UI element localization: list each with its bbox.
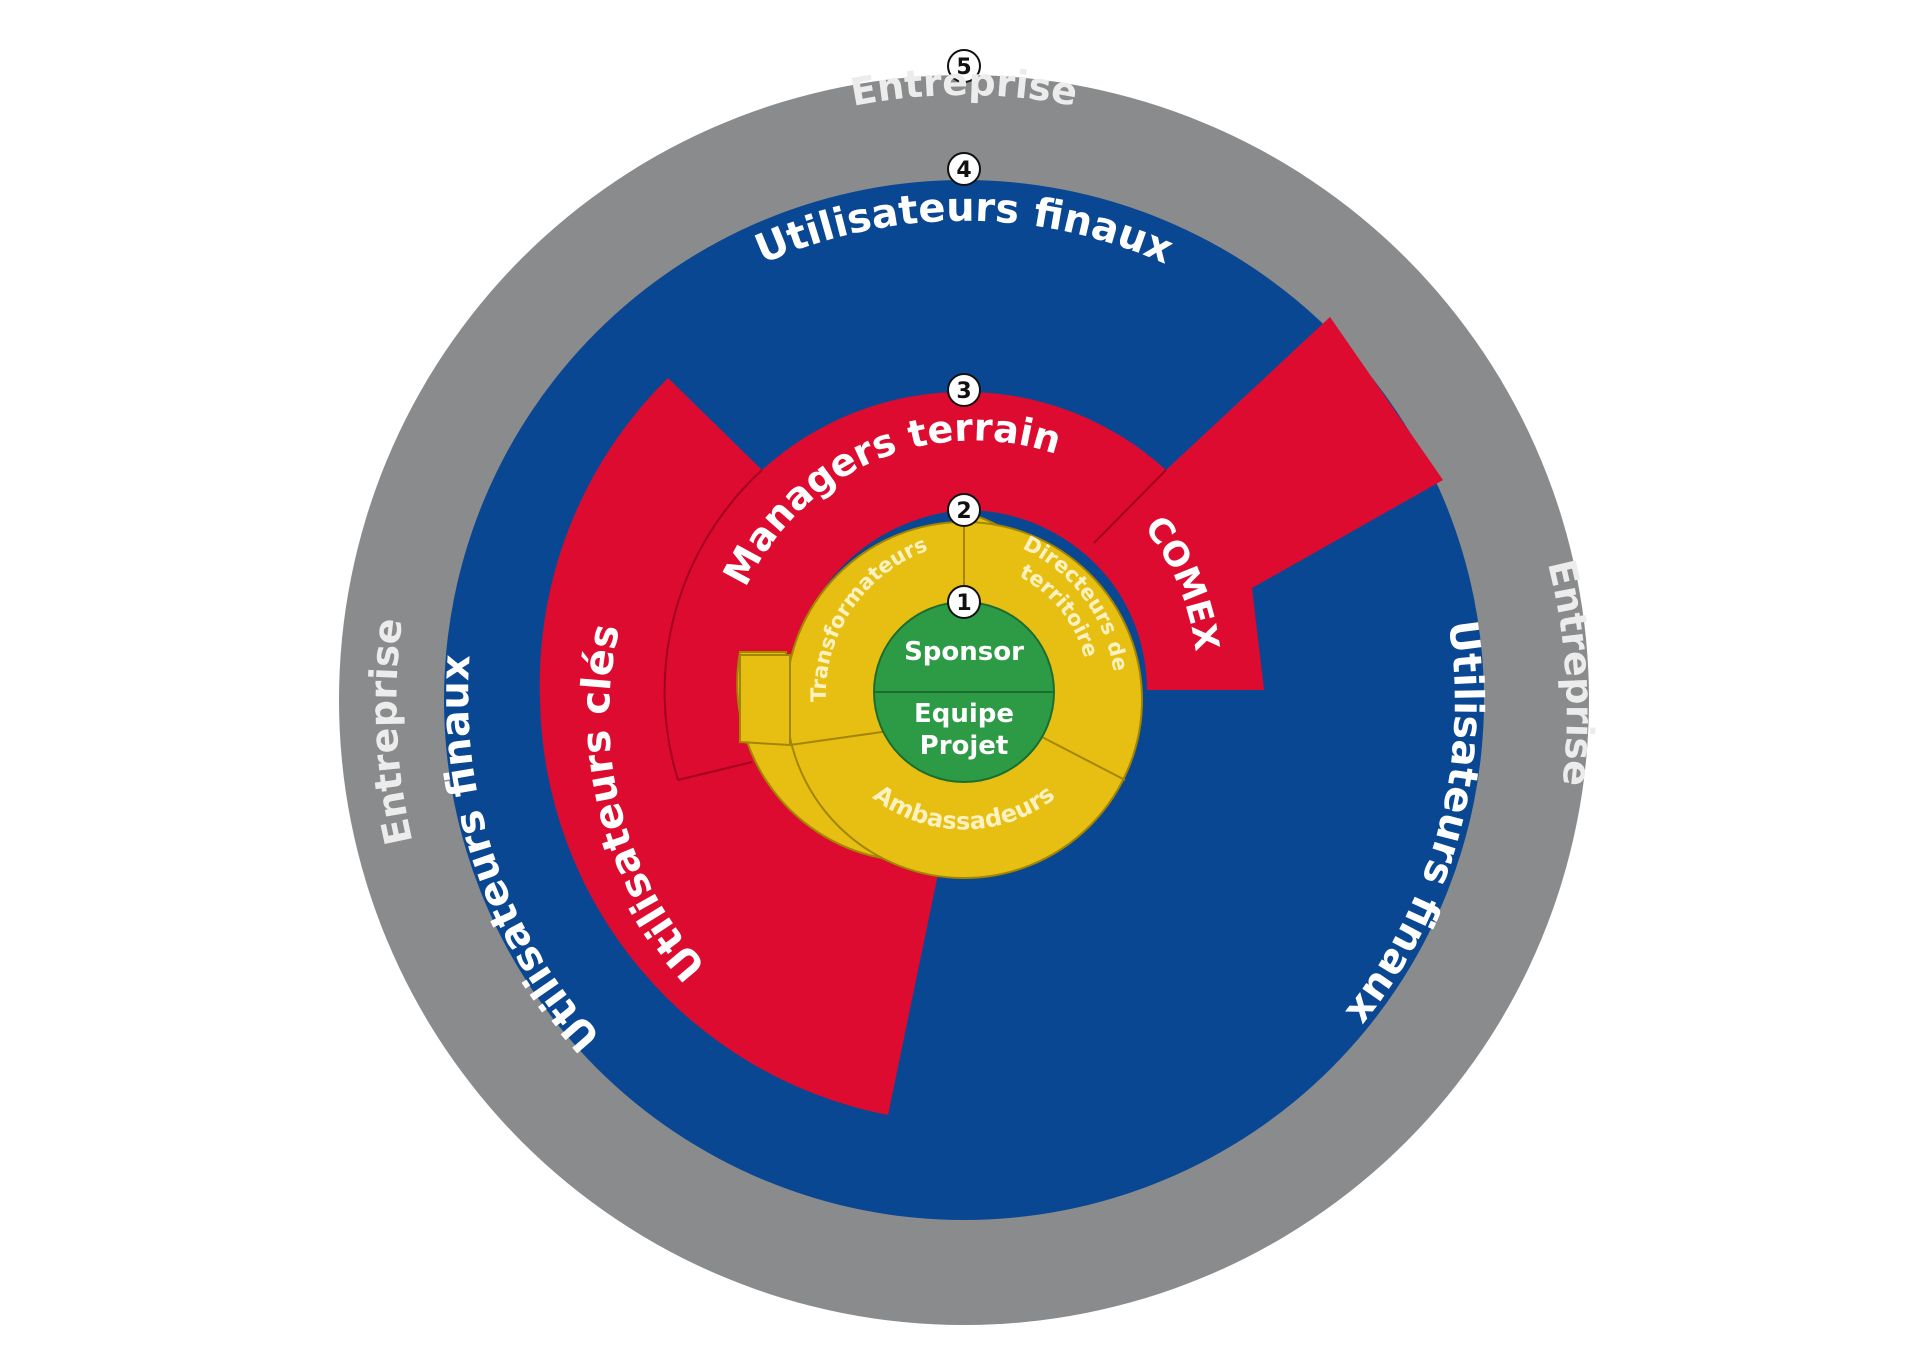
ring-5-marker: 5 — [947, 49, 981, 83]
svg-text:4: 4 — [956, 158, 971, 183]
svg-text:3: 3 — [956, 379, 971, 404]
inner-divider-left — [789, 730, 890, 746]
project-team-label-line1: Equipe — [914, 699, 1014, 729]
managers-divider-arc — [663, 469, 763, 781]
ring-3-marker: 3 — [947, 373, 981, 407]
inner-ring-tab — [739, 654, 791, 747]
comex-divider — [1093, 469, 1167, 544]
ring-1-marker: 1 — [947, 585, 981, 619]
managers-divider-left — [677, 761, 753, 781]
key-users-band — [539, 317, 1443, 1115]
svg-text:1: 1 — [956, 591, 971, 616]
svg-text:5: 5 — [956, 55, 971, 80]
inner-divider-right — [1041, 736, 1126, 781]
ring-4-marker: 4 — [947, 152, 981, 186]
project-team-label-line2: Projet — [920, 731, 1009, 761]
svg-text:2: 2 — [956, 499, 971, 524]
sponsor-label: Sponsor — [904, 637, 1024, 667]
ring-2-marker: 2 — [947, 493, 981, 527]
